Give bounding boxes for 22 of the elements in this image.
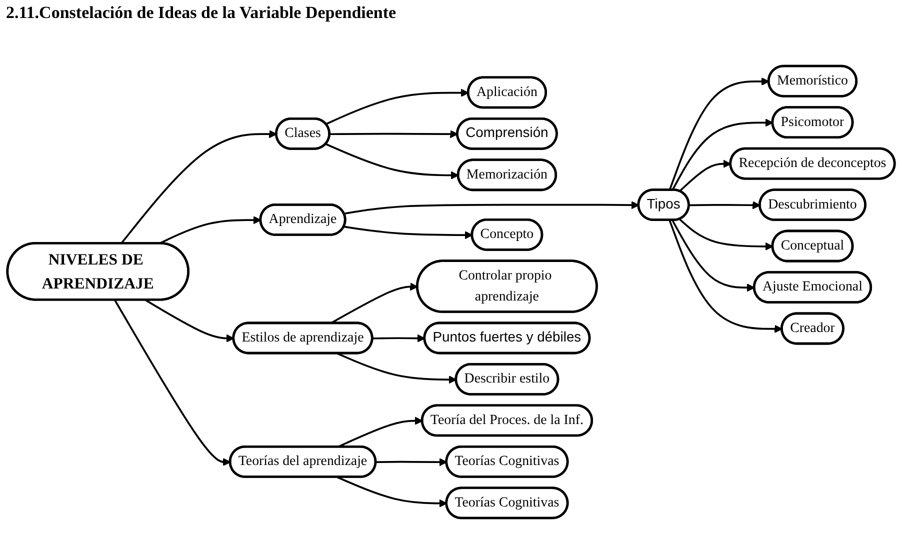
arrow — [145, 299, 234, 342]
arrow — [689, 201, 761, 210]
arrow — [330, 130, 458, 138]
arrow — [678, 160, 732, 192]
arrow — [344, 226, 473, 240]
arrow — [668, 77, 770, 190]
arrow — [120, 130, 278, 244]
arrow — [158, 216, 262, 244]
arrow — [372, 334, 426, 342]
diagram-title: 2.11.Constelación de Ideas de la Variable Dependiente — [6, 3, 396, 23]
arrow — [337, 476, 448, 508]
arrow — [337, 416, 423, 448]
arrow — [326, 88, 469, 125]
arrow — [114, 300, 231, 466]
arrow — [344, 201, 640, 215]
arrow — [326, 143, 459, 180]
arrow — [337, 352, 457, 384]
arrow — [679, 218, 774, 250]
arrow — [672, 118, 774, 191]
arrow — [668, 220, 783, 333]
arrow — [672, 220, 755, 292]
arrow — [376, 458, 448, 466]
